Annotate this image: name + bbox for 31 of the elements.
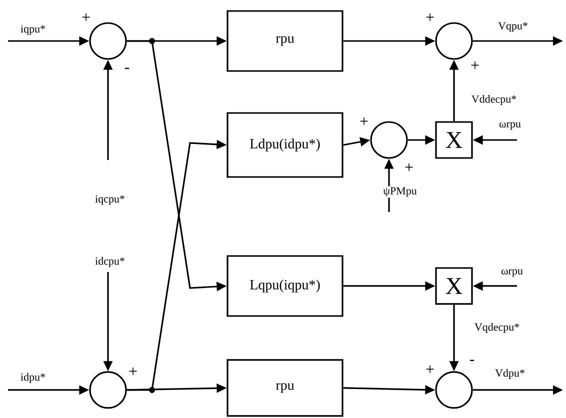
multiplier-box: X bbox=[435, 121, 473, 159]
block-box: rpu bbox=[226, 359, 344, 417]
summing-junction bbox=[435, 371, 473, 409]
signal-label: ωrpu bbox=[500, 268, 524, 278]
signal-label: Vddecpu* bbox=[470, 94, 518, 106]
sign-label: + bbox=[405, 163, 413, 171]
signal-label: idpu* bbox=[19, 372, 47, 384]
signal-label: Vdpu* bbox=[494, 368, 526, 380]
signal-label: idcpu* bbox=[94, 256, 126, 268]
block-box: Ldpu(idpu*) bbox=[226, 112, 344, 178]
sign-label: - bbox=[470, 360, 474, 361]
sign-label: + bbox=[129, 367, 137, 375]
sign-label: + bbox=[360, 117, 368, 125]
signal-label: iqcpu* bbox=[94, 194, 126, 206]
signal-label: ωrpu bbox=[498, 121, 522, 131]
signal-label: Vqpu* bbox=[497, 21, 529, 33]
summing-junction bbox=[370, 121, 408, 159]
sign-label: + bbox=[471, 61, 479, 69]
signal-label: ψPMpu bbox=[382, 186, 418, 198]
summing-junction bbox=[89, 22, 127, 60]
sign-label: + bbox=[426, 13, 434, 21]
block-box: Lqpu(iqpu*) bbox=[226, 255, 344, 317]
sign-label: + bbox=[426, 365, 434, 373]
summing-junction bbox=[435, 22, 473, 60]
summing-junction bbox=[89, 371, 127, 409]
sign-label: - bbox=[124, 68, 130, 69]
signal-label: Vqdecpu* bbox=[473, 322, 521, 334]
block-box: rpu bbox=[226, 10, 344, 72]
multiplier-box: X bbox=[435, 267, 473, 305]
signal-label: iqpu* bbox=[19, 24, 47, 36]
sign-label: + bbox=[82, 13, 90, 21]
